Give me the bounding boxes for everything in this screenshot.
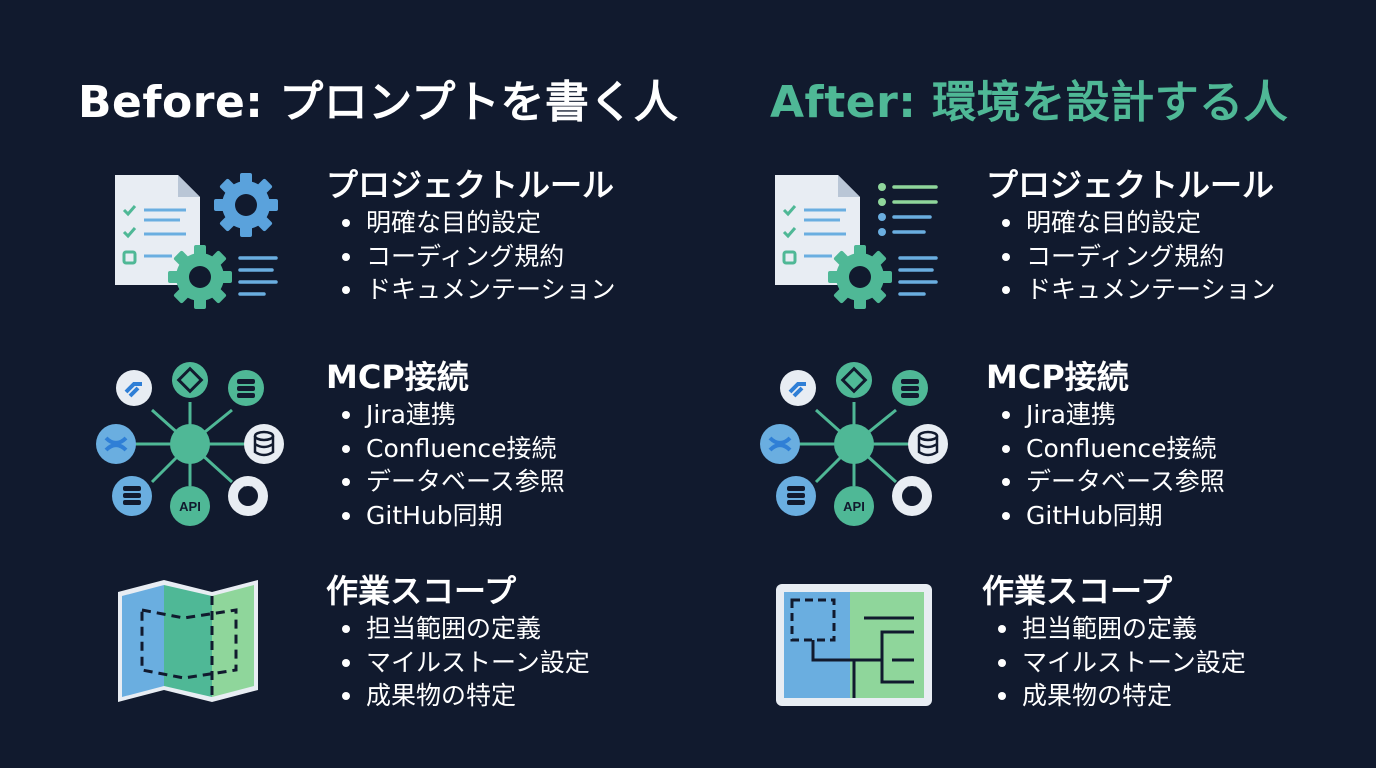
bullet-item: 明確な目的設定 [986,206,1276,240]
after-rules-section: プロジェクトルール 明確な目的設定 コーディング規約 ドキュメンテーション [986,166,1276,307]
bullet-item: マイルストーン設定 [326,646,590,680]
bullet-item: 成果物の特定 [326,679,590,713]
section-title: 作業スコープ [326,572,517,610]
bullet-item: コーディング規約 [986,240,1276,274]
bullet-item: マイルストーン設定 [982,646,1246,680]
bullet-item: ドキュメンテーション [986,273,1276,307]
mcp-hub-icon: API [92,362,288,527]
before-title: Before: プロンプトを書く人 [78,77,679,128]
section-title: MCP接続 [326,358,469,396]
bullet-item: Jira連携 [326,398,565,432]
folded-map-icon [112,574,264,708]
section-title: プロジェクトルール [326,166,615,204]
bullet-item: 担当範囲の定義 [326,612,590,646]
bullet-item: データベース参照 [986,465,1225,499]
bullet-item: GitHub同期 [986,499,1225,533]
bullet-item: Confluence接続 [986,432,1225,466]
bullet-item: 明確な目的設定 [326,206,616,240]
api-label: API [843,499,865,514]
bullet-item: Confluence接続 [326,432,565,466]
before-scope-section: 作業スコープ 担当範囲の定義 マイルストーン設定 成果物の特定 [326,572,590,713]
section-title: MCP接続 [986,358,1129,396]
before-rules-section: プロジェクトルール 明確な目的設定 コーディング規約 ドキュメンテーション [326,166,616,307]
bullet-item: GitHub同期 [326,499,565,533]
section-title: 作業スコープ [982,572,1173,610]
scope-board-icon [774,582,934,708]
document-list-icon [760,160,950,310]
after-scope-section: 作業スコープ 担当範囲の定義 マイルストーン設定 成果物の特定 [982,572,1246,713]
bullet-item: データベース参照 [326,465,565,499]
document-gear-icon [100,160,290,310]
mcp-hub-icon: API [756,362,952,527]
api-label: API [179,499,201,514]
before-mcp-section: MCP接続 Jira連携 Confluence接続 データベース参照 GitHu… [326,358,565,532]
bullet-item: Jira連携 [986,398,1225,432]
section-title: プロジェクトルール [986,166,1275,204]
after-title: After: 環境を設計する人 [770,77,1289,128]
bullet-item: ドキュメンテーション [326,273,616,307]
bullet-item: コーディング規約 [326,240,616,274]
bullet-item: 担当範囲の定義 [982,612,1246,646]
after-mcp-section: MCP接続 Jira連携 Confluence接続 データベース参照 GitHu… [986,358,1225,532]
bullet-item: 成果物の特定 [982,679,1246,713]
